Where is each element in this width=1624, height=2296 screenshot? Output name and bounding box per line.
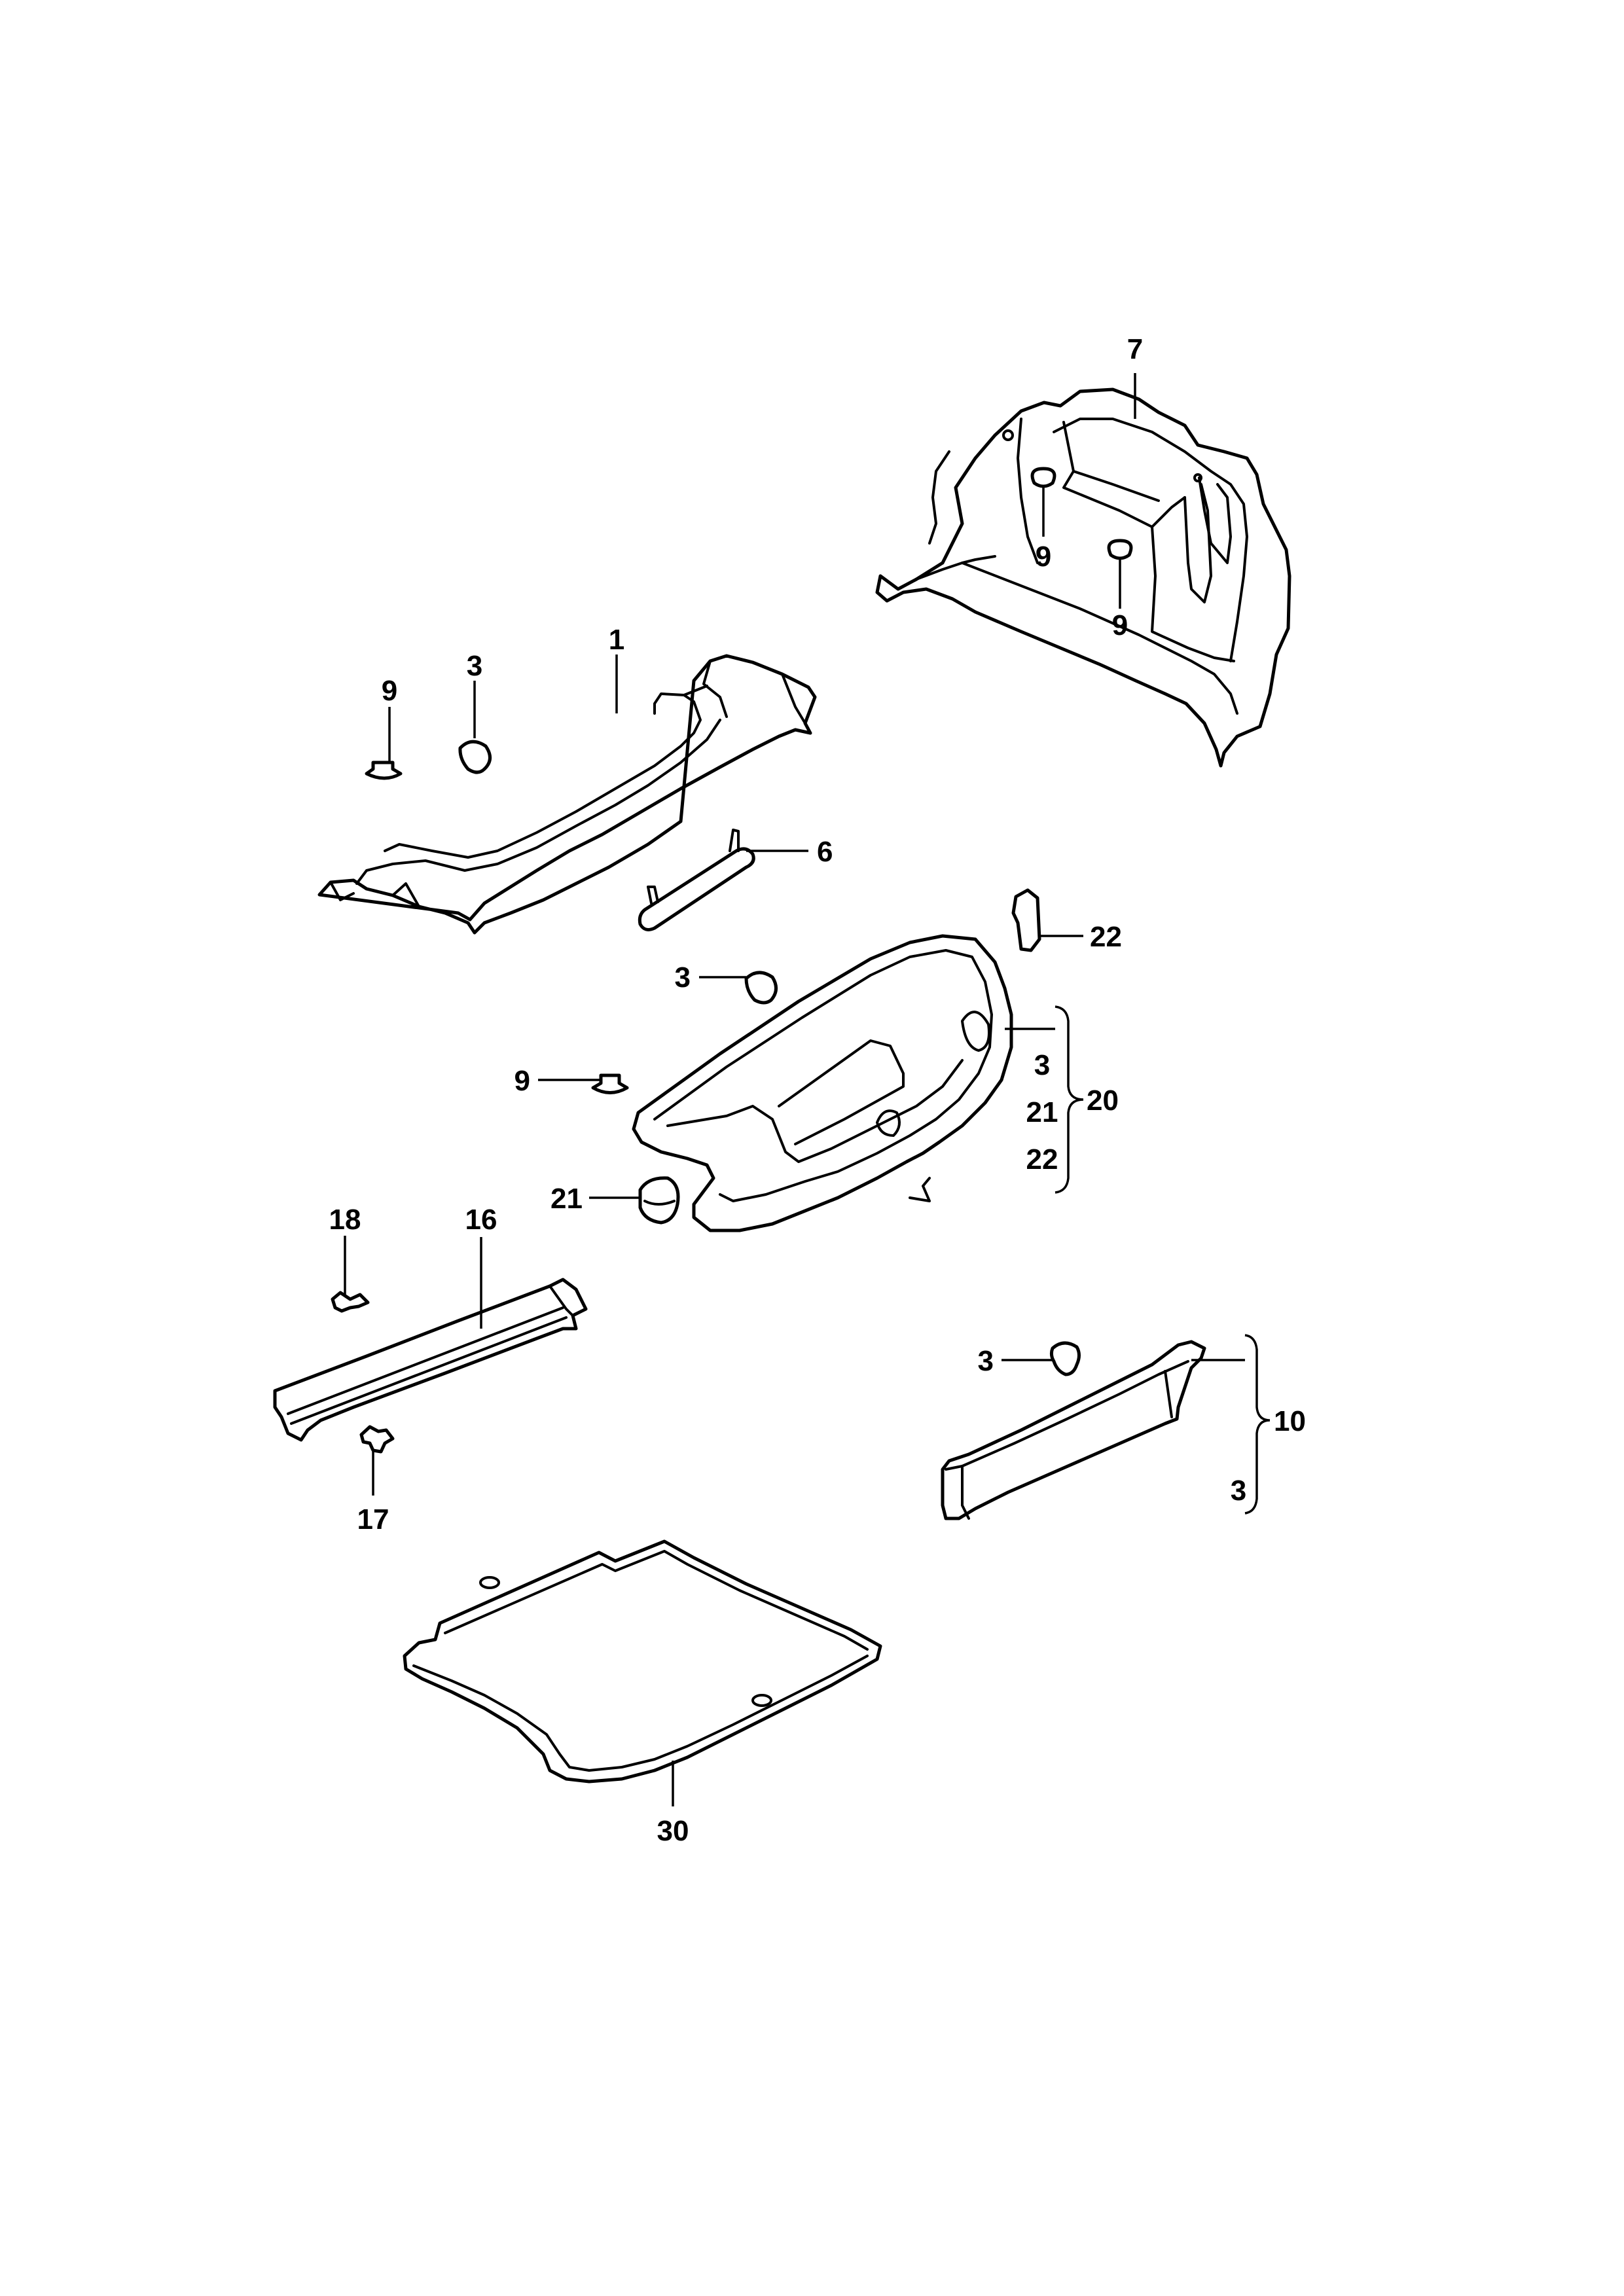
- callout-3-shelf: 3: [467, 650, 482, 682]
- part-3-clip-panel: [1049, 1341, 1081, 1376]
- part-9-clip-lid: [591, 1073, 629, 1094]
- callout-group-20-item-21: 21: [1026, 1096, 1058, 1128]
- part-1-parcel-shelf: [317, 654, 817, 935]
- brace-group-20: [1055, 1005, 1084, 1194]
- part-3-clip-shelf: [458, 740, 492, 774]
- part-7-side-trunk-trim: [875, 387, 1291, 768]
- callout-18: 18: [329, 1204, 361, 1236]
- callout-9-quarter-upper: 9: [1036, 541, 1051, 573]
- callout-17: 17: [357, 1503, 389, 1535]
- callout-16: 16: [465, 1204, 497, 1236]
- part-6-rod: [638, 829, 755, 931]
- callout-group-20-item-3: 3: [1034, 1049, 1050, 1081]
- part-21-bumper: [638, 1176, 680, 1225]
- callout-30: 30: [657, 1815, 689, 1847]
- callout-group-10-item-3: 3: [1231, 1475, 1246, 1507]
- callout-7: 7: [1127, 333, 1143, 365]
- part-9-clip-shelf: [365, 761, 403, 780]
- callout-1: 1: [609, 624, 624, 656]
- callout-20: 20: [1087, 1085, 1119, 1117]
- brace-group-10: [1244, 1334, 1271, 1515]
- callouts: 7 9 9 1 3 9 6 22 3 9 21 3 21 22 20 18 16…: [329, 333, 1306, 1847]
- callout-group-20-item-22: 22: [1026, 1143, 1058, 1175]
- part-18-clip: [331, 1291, 370, 1313]
- part-9-clip-quarter-lower: [1107, 539, 1133, 560]
- part-30-trunk-mat: [403, 1539, 882, 1784]
- part-16-sill-trim: [273, 1278, 588, 1442]
- part-22-pad: [1011, 888, 1041, 952]
- callout-22: 22: [1090, 921, 1122, 953]
- part-3-clip-lid: [744, 971, 778, 1005]
- callout-6: 6: [817, 836, 833, 868]
- callout-3-panel: 3: [978, 1345, 994, 1377]
- callout-9-lid: 9: [514, 1065, 530, 1097]
- callout-9-shelf: 9: [382, 675, 397, 707]
- part-20-trunk-lid-trim: [632, 934, 1013, 1232]
- callout-3-lid: 3: [675, 961, 691, 994]
- callout-10: 10: [1274, 1405, 1306, 1437]
- part-17-clip: [359, 1425, 395, 1454]
- callout-21: 21: [550, 1183, 583, 1215]
- callout-9-quarter-lower: 9: [1112, 609, 1128, 641]
- part-10-rear-panel-trim: [941, 1340, 1206, 1520]
- part-9-clip-quarter-upper: [1030, 467, 1056, 488]
- leader-lines: [344, 373, 1245, 1806]
